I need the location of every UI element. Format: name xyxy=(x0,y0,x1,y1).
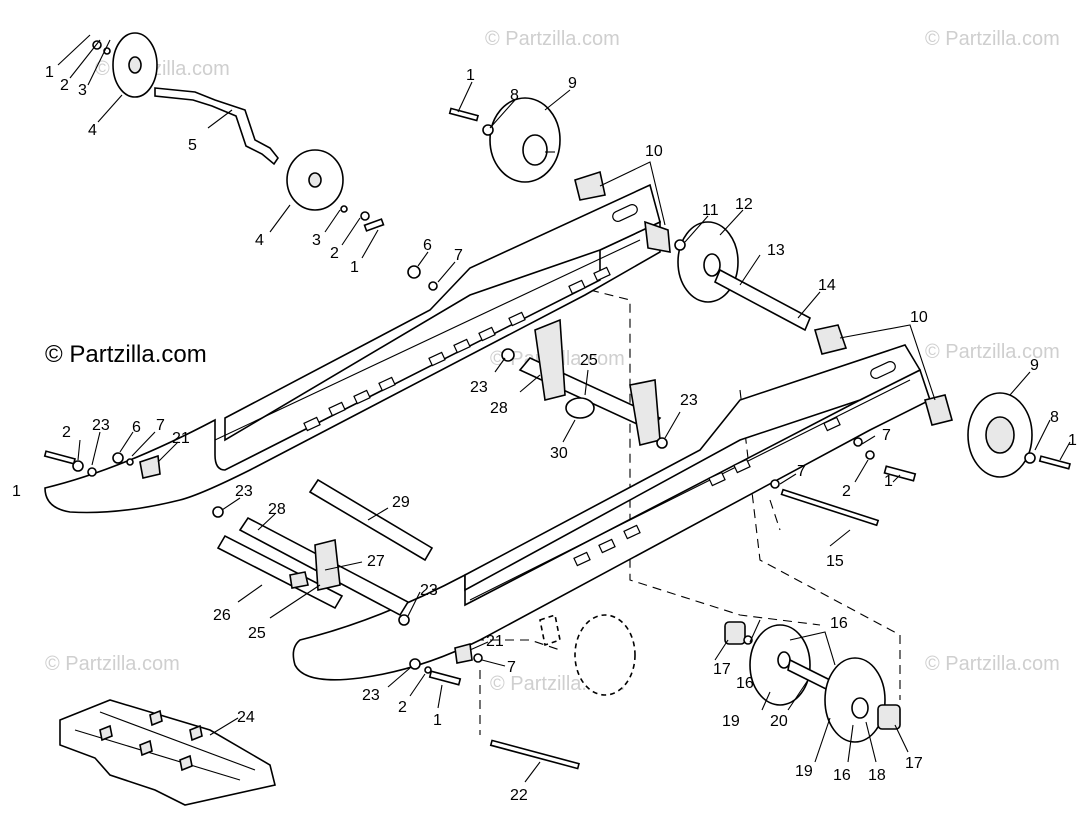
left-rail xyxy=(44,183,661,514)
callout-label: 12 xyxy=(735,196,753,213)
callout-label: 15 xyxy=(826,553,844,570)
callout-label: 19 xyxy=(722,713,740,730)
callout-label: 20 xyxy=(770,713,788,730)
top-left-idler-assembly xyxy=(92,32,385,232)
callout-label: 10 xyxy=(910,309,928,326)
bolts xyxy=(43,450,917,770)
callout-label: 1 xyxy=(45,64,54,81)
watermark: © Partzilla.com xyxy=(925,653,1060,675)
callout-label: 6 xyxy=(132,419,141,436)
callout-label: 3 xyxy=(78,82,87,99)
brand-watermark: © Partzilla.com xyxy=(45,341,207,368)
callout-label: 8 xyxy=(510,87,519,104)
rear-axle-assembly xyxy=(574,170,1071,478)
callout-label: 28 xyxy=(268,501,286,518)
callout-label: 10 xyxy=(645,143,663,160)
callout-label: 19 xyxy=(795,763,813,780)
callout-label: 7 xyxy=(454,247,463,264)
callout-label: 14 xyxy=(818,277,836,294)
leader-lines xyxy=(57,34,1071,783)
callout-label: 6 xyxy=(423,237,432,254)
callout-label: 7 xyxy=(507,659,516,676)
callout-label: 11 xyxy=(702,202,719,219)
callout-label: 9 xyxy=(1030,357,1039,374)
callout-label: 7 xyxy=(882,427,891,444)
callout-label: 23 xyxy=(235,483,253,500)
callout-label: 1 xyxy=(12,483,21,500)
callout-label: 16 xyxy=(830,615,848,632)
bogie-wheel-assembly xyxy=(539,613,901,743)
callout-label: 23 xyxy=(362,687,380,704)
callout-label: 25 xyxy=(248,625,266,642)
callout-label: 1 xyxy=(433,712,442,729)
watermark: © Partzilla.com xyxy=(45,653,180,675)
callout-label: 16 xyxy=(736,675,754,692)
callout-label: 16 xyxy=(833,767,851,784)
slide-wear-strip xyxy=(59,699,276,806)
callout-label: 1 xyxy=(466,67,475,84)
callout-label: 3 xyxy=(312,232,321,249)
callout-label: 26 xyxy=(213,607,231,624)
callout-label: 22 xyxy=(510,787,528,804)
callout-label: 21 xyxy=(486,633,504,650)
callout-label: 2 xyxy=(62,424,71,441)
callout-label: 1 xyxy=(884,473,893,490)
callout-label: 4 xyxy=(255,232,264,249)
callout-label: 2 xyxy=(60,77,69,94)
callout-label: 30 xyxy=(550,445,568,462)
callout-label: 23 xyxy=(92,417,110,434)
watermark: © Partzilla.com xyxy=(925,28,1060,50)
callout-label: 1 xyxy=(350,259,359,276)
callout-label: 13 xyxy=(767,242,785,259)
callout-label: 23 xyxy=(470,379,488,396)
callout-label: 9 xyxy=(568,75,577,92)
watermarks: © Partzilla.com © Partzilla.com © Partzi… xyxy=(45,28,1060,695)
callout-label: 7 xyxy=(156,417,165,434)
callout-label: 8 xyxy=(1050,409,1059,426)
callout-label: 2 xyxy=(398,699,407,716)
callout-label: 7 xyxy=(797,463,806,480)
callout-label: 25 xyxy=(580,352,598,369)
callout-label: 29 xyxy=(392,494,410,511)
watermark: © Partzilla.com xyxy=(925,341,1060,363)
callout-label: 23 xyxy=(680,392,698,409)
callout-label: 23 xyxy=(420,582,438,599)
callout-label: 18 xyxy=(868,767,886,784)
callout-label: 17 xyxy=(905,755,923,772)
callout-label: 2 xyxy=(842,483,851,500)
callout-label: 1 xyxy=(1068,432,1077,449)
callout-label: 2 xyxy=(330,245,339,262)
watermark: © Partzilla.com xyxy=(485,28,620,50)
hardware xyxy=(72,265,875,674)
cross-shafts xyxy=(216,318,662,617)
callout-label: 17 xyxy=(713,661,731,678)
callout-label: 24 xyxy=(237,709,255,726)
callout-label: 5 xyxy=(188,137,197,154)
callout-label: 27 xyxy=(367,553,385,570)
callout-label: 4 xyxy=(88,122,97,139)
callout-label: 28 xyxy=(490,400,508,417)
callout-label: 21 xyxy=(172,430,190,447)
